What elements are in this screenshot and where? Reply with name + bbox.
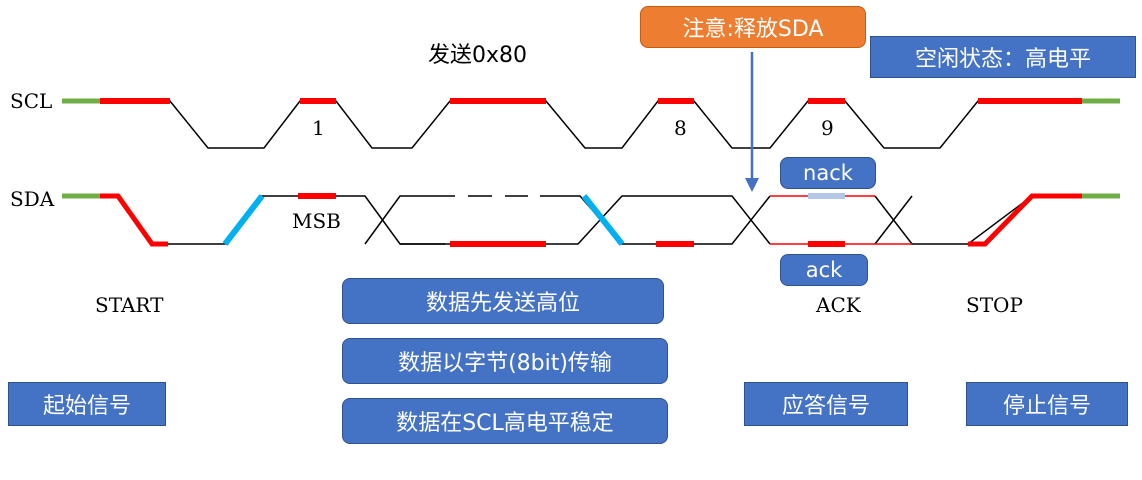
msb-first-callout: 数据先发送高位 — [342, 278, 664, 324]
sda-transition-2 — [581, 194, 625, 246]
bit-9-label: 9 — [821, 116, 834, 140]
sda-start-and-first-bit — [100, 195, 445, 245]
release-sda-callout: 注意:释放SDA — [640, 6, 866, 48]
stable-when-scl-high-callout: 数据在SCL高电平稳定 — [342, 398, 668, 444]
sda-start-condition — [100, 193, 168, 247]
sda-ack-to-stop — [874, 195, 913, 245]
sda-first-bit-complement — [364, 195, 455, 245]
ack-signal-callout: 应答信号 — [744, 382, 908, 426]
sda-transition-1 — [222, 194, 265, 246]
idle-state-callout: 空闲状态：高电平 — [870, 36, 1136, 78]
sda-low-bits — [400, 195, 771, 245]
bit-8-label: 8 — [674, 116, 687, 140]
msb-label: MSB — [292, 209, 341, 233]
start-signal-callout: 起始信号 — [8, 382, 166, 426]
sda-label: SDA — [10, 187, 55, 211]
bit-1-label: 1 — [312, 116, 325, 140]
release-sda-arrow-head — [745, 178, 759, 192]
ack-phase-label: ACK — [815, 293, 862, 317]
nack-callout: nack — [780, 157, 876, 189]
byte-unit-callout: 数据以字节(8bit)传输 — [342, 338, 668, 384]
sda-stop-condition — [968, 193, 1082, 247]
send-byte-label: 发送0x80 — [428, 43, 527, 68]
scl-label: SCL — [10, 89, 52, 113]
ack-callout: ack — [780, 254, 868, 286]
sda-high-bits — [540, 195, 771, 245]
start-phase-label: START — [95, 293, 164, 317]
scl-waveform — [100, 100, 1085, 149]
stop-signal-callout: 停止信号 — [966, 382, 1128, 426]
stop-phase-label: STOP — [966, 293, 1023, 317]
